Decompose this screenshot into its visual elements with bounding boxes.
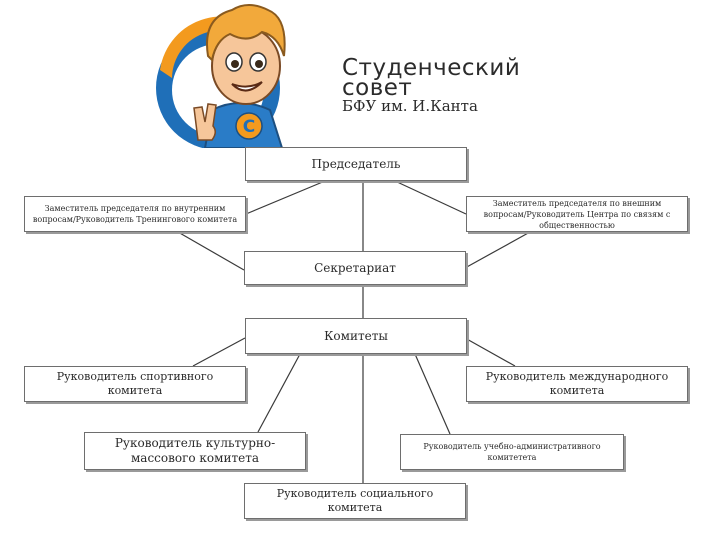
social-committee-box: Руководитель социального комитета <box>244 483 466 519</box>
international-committee-label: Руководитель международного комитета <box>485 370 669 397</box>
connector-chair-deputy-internal <box>245 180 326 215</box>
sports-committee-box: Руководитель спортивного комитета <box>24 366 246 402</box>
brand-title-line2: совет <box>342 75 413 101</box>
chairman-label: Председатель <box>311 156 401 171</box>
mascot-pupil-left <box>231 60 239 68</box>
mascot-smile <box>231 81 263 92</box>
sports-committee-label: Руководитель спортивного комитета <box>56 370 214 397</box>
secretariat-box: Секретариат <box>244 251 466 285</box>
mascot-badge-letter: C <box>243 117 255 137</box>
committees-label: Комитеты <box>324 328 388 343</box>
academic-committee-label: Руководитель учебно-административного ко… <box>423 442 601 462</box>
brand-subtitle: БФУ им. И.Канта <box>342 97 478 115</box>
deputy-internal-box: Заместитель председателя по внутренним в… <box>24 196 246 232</box>
international-committee-box: Руководитель международного комитета <box>466 366 688 402</box>
mascot-badge <box>235 112 263 140</box>
committees-box: Комитеты <box>245 318 467 354</box>
academic-committee-box: Руководитель учебно-административного ко… <box>400 434 624 470</box>
cultural-committee-box: Руководитель культурно-массового комитет… <box>84 432 306 470</box>
deputy-internal-label: Заместитель председателя по внутренним в… <box>32 204 238 224</box>
chairman-box: Председатель <box>245 147 467 181</box>
secretariat-label: Секретариат <box>314 260 396 275</box>
brand-title-line1: Студенческий <box>342 55 521 81</box>
connector-deputy-internal-secretariat <box>177 231 245 271</box>
connector-chair-deputy-external <box>394 180 467 215</box>
connector-committees-sports <box>192 337 246 367</box>
mascot-hair <box>206 4 286 63</box>
cultural-committee-label: Руководитель культурно-массового комитет… <box>114 436 276 465</box>
deputy-external-label: Заместитель председателя по внешним вопр… <box>483 198 671 230</box>
connector-committees-academic <box>414 353 451 435</box>
connector-deputy-external-secretariat <box>464 231 531 269</box>
student-council-logo: C <box>156 4 286 148</box>
social-committee-label: Руководитель социального комитета <box>276 487 434 514</box>
mascot-hand <box>193 103 217 141</box>
connector-committees-international <box>464 337 516 367</box>
deputy-external-box: Заместитель председателя по внешним вопр… <box>466 196 688 232</box>
connector-committees-cultural <box>257 353 301 433</box>
mascot-pupil-right <box>255 60 263 68</box>
